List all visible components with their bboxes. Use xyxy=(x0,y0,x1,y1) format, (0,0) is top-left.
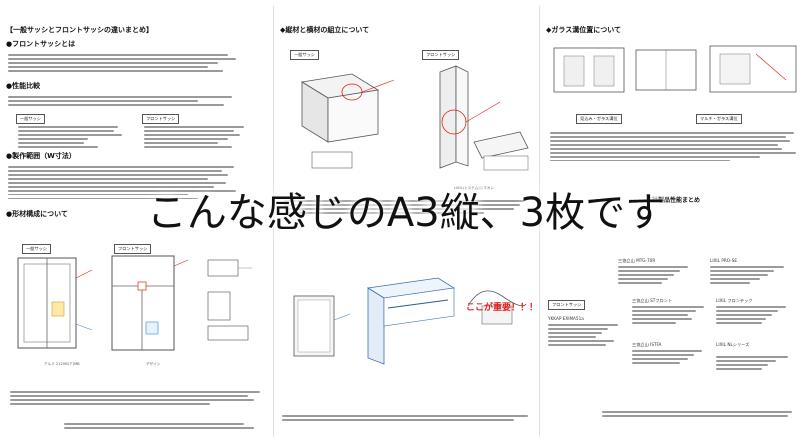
product-2: LIXIL PRO-SE xyxy=(710,258,737,263)
section-range-text xyxy=(8,166,240,202)
page2-footer-text xyxy=(282,415,532,423)
section-details-drawing xyxy=(207,259,252,341)
section-performance-text xyxy=(8,96,238,108)
table-general-title: 一般サッシ xyxy=(16,114,45,124)
table-front-rows xyxy=(144,126,254,150)
product-6: 三協立山 ISTFA xyxy=(632,342,662,347)
section-performance: ●性能比較 xyxy=(6,82,40,91)
front-sash-drawing xyxy=(111,255,189,351)
product-1: 三協立山 MTG-70R xyxy=(618,258,656,263)
page3-title: ◆ガラス溝位置について xyxy=(546,26,622,34)
page1-title: 【一般サッシとフロントサッシの違いまとめ】 xyxy=(6,26,153,34)
tag-groove-b: マルチ・ガラス溝位 xyxy=(696,114,742,124)
table-front-title: フロントサッシ xyxy=(142,114,180,124)
section-range: ●製作範囲（W寸法） xyxy=(6,152,76,161)
page2-title: ◆縦材と横材の組立について xyxy=(280,26,370,34)
page2-general-tag: 一般サッシ xyxy=(290,50,319,60)
table-general-rows xyxy=(18,126,128,150)
page2-front-tag: フロントサッシ xyxy=(422,50,460,60)
product-3-specs xyxy=(548,324,628,348)
page-divider-1 xyxy=(273,6,274,437)
product-2-specs xyxy=(710,266,790,286)
page-divider-2 xyxy=(539,6,540,437)
product-1-specs xyxy=(618,266,698,286)
members-front-tag: フロントサッシ xyxy=(114,244,152,254)
page2-footnote: LIXIL(トステム)シマカン xyxy=(454,186,495,190)
tag-groove-a: 見込み・ガラス溝位 xyxy=(576,114,622,124)
section-performance-heading: ●性能比較 xyxy=(6,82,41,90)
page2-body-text xyxy=(284,200,530,216)
product-4: 三協立山 STフロント xyxy=(632,298,673,303)
product-6-specs xyxy=(632,350,712,366)
front-assembly-drawing xyxy=(439,65,529,171)
makers-title: 各社製品性能まとめ xyxy=(646,197,701,204)
members-general-tag: 一般サッシ xyxy=(22,244,51,254)
page3-front-tag: フロントサッシ xyxy=(548,300,586,310)
glass-groove-sections-drawing xyxy=(553,45,797,93)
label-section-a: アルミ 212VB(ア)MB xyxy=(44,362,80,366)
front-corner-drawing xyxy=(366,277,456,365)
section-range-heading: ●製作範囲（W寸法） xyxy=(6,152,76,160)
page3-body-text xyxy=(550,132,800,164)
product-5: LIXIL フロンテック xyxy=(716,298,753,303)
page-two: ◆縦材と横材の組立について 一般サッシ フロントサッシ LIXIL(トステム)シ… xyxy=(276,6,538,437)
page-one: 【一般サッシとフロントサッシの違いまとめ】 ●フロントサッシとは ●性能比較 一… xyxy=(4,6,272,437)
general-assembly-drawing xyxy=(300,73,395,169)
product-5-specs xyxy=(716,306,796,326)
important-warning: ここが重要！！！ xyxy=(466,303,538,313)
page3-footer-text xyxy=(602,411,802,419)
section-front-sash: ●フロントサッシとは xyxy=(6,40,75,49)
page-three: ◆ガラス溝位置について 見込み・ガラス溝位 マルチ・ガラス溝位 各社製品性能まと… xyxy=(542,6,808,437)
general-sash-drawing xyxy=(17,257,93,349)
product-7-specs xyxy=(716,356,796,372)
product-3: YKKAP EXIMA51a xyxy=(548,316,584,321)
section-members-heading: ●形材構成について xyxy=(6,210,68,218)
joint-detail-drawing xyxy=(467,290,527,325)
label-section-b: デザイン xyxy=(146,362,161,366)
section-members: ●形材構成について xyxy=(6,210,68,219)
page1-note xyxy=(64,423,266,431)
page1-footer-text xyxy=(10,391,266,407)
general-corner-drawing xyxy=(293,295,351,357)
overlay-caption: こんな感じのA3縦、3枚です xyxy=(146,190,666,236)
section-front-sash-heading: ●フロントサッシとは xyxy=(6,40,76,48)
product-4-specs xyxy=(632,306,712,326)
section-front-sash-text xyxy=(8,54,238,74)
product-7: LIXIL NLシリーズ xyxy=(716,342,750,347)
